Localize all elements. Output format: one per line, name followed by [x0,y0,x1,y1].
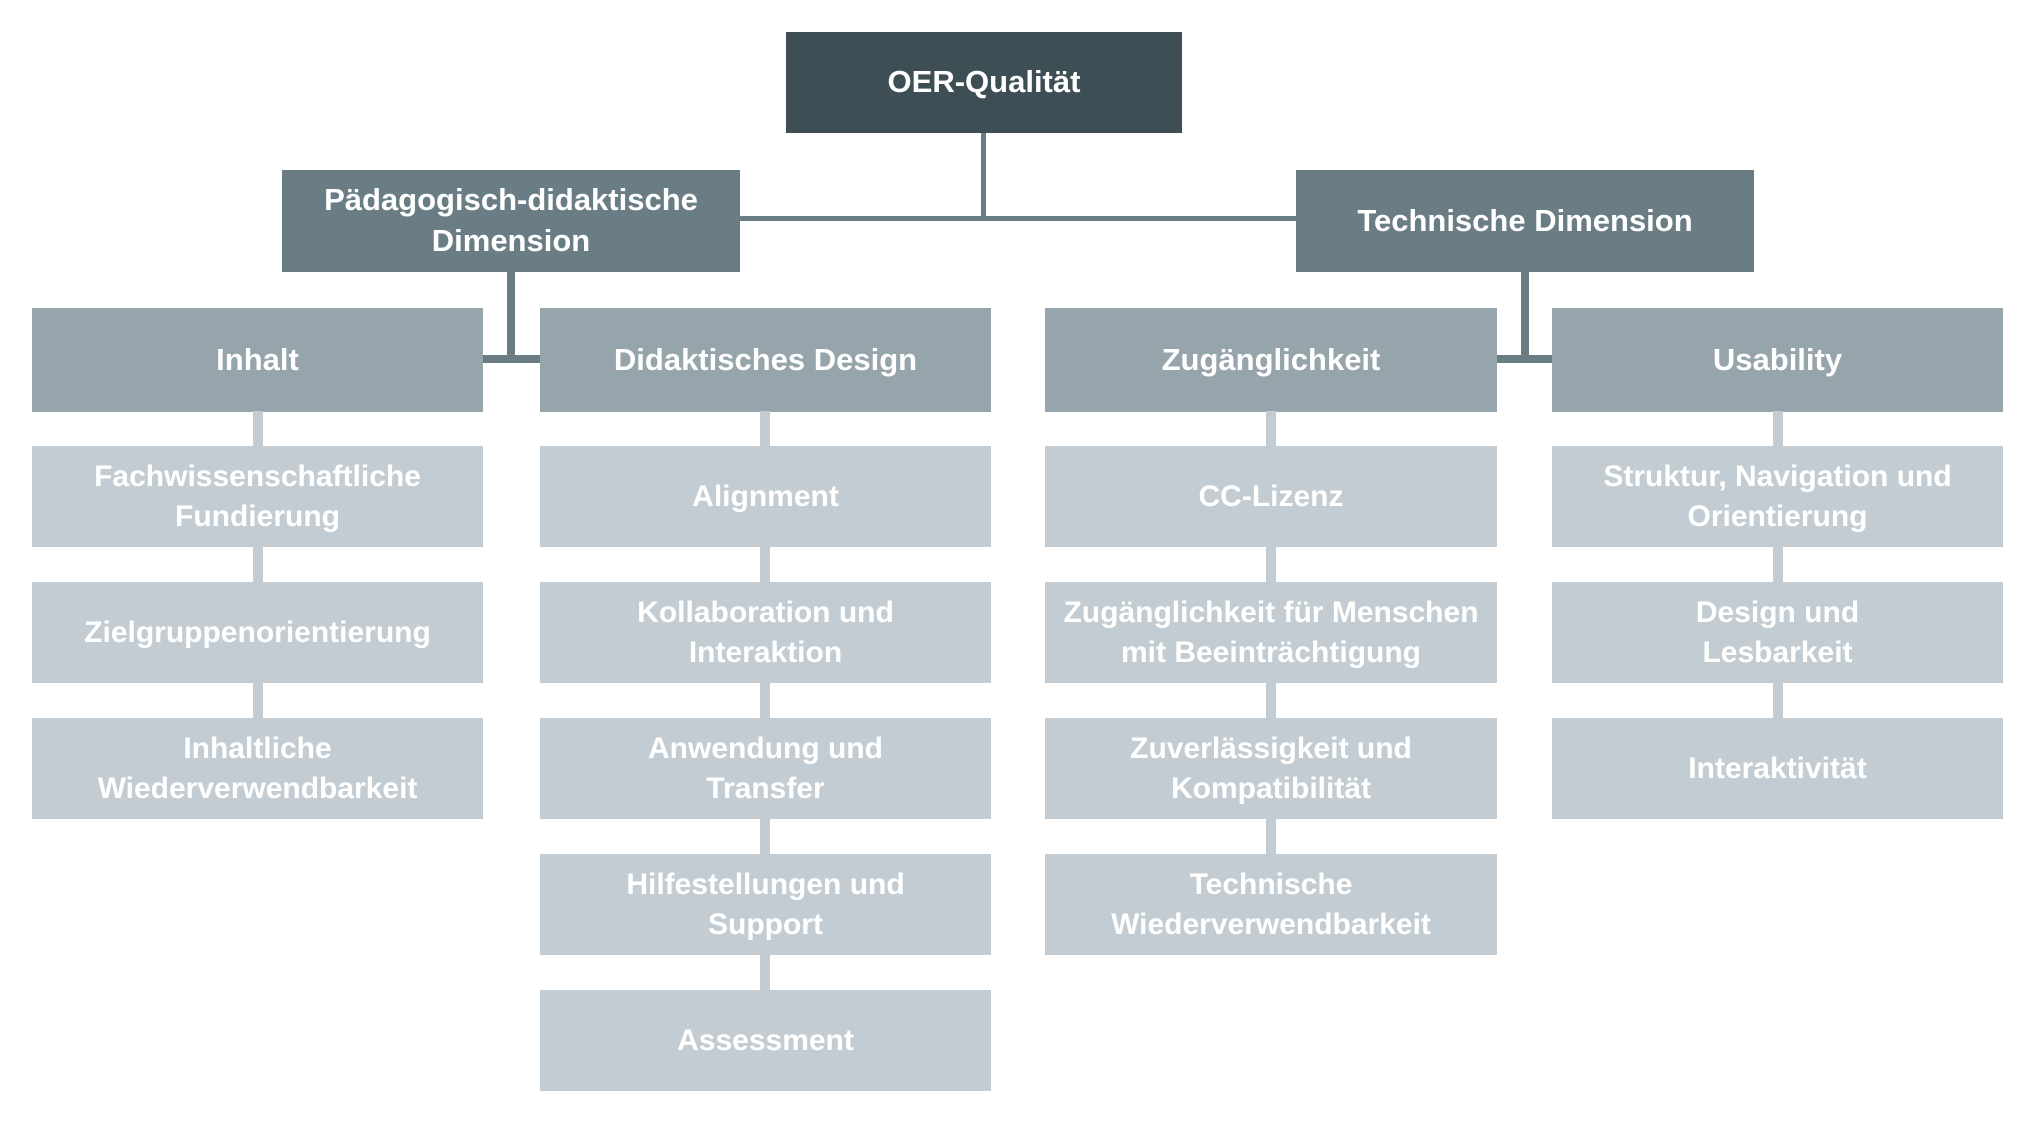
node-technische-wiederverwendbarkeit: Technische Wiederverwendbarkeit [1045,854,1497,955]
connector-dim-right-stem [1521,272,1529,359]
connector-col3-link-2 [1266,546,1276,583]
node-didaktisches-design: Didaktisches Design [540,308,991,412]
connector-col4-link-1 [1773,411,1783,448]
connector-dim-left-stem [507,272,515,359]
node-technische-dimension: Technische Dimension [1296,170,1754,272]
connector-col2-link-3 [760,682,770,719]
node-zugaenglichkeit: Zugänglichkeit [1045,308,1497,412]
connector-col2-link-2 [760,546,770,583]
connector-col2-link-5 [760,954,770,991]
node-cc-lizenz: CC-Lizenz [1045,446,1497,547]
connector-col2-link-1 [760,411,770,448]
connector-gap-left-crossbar [483,355,540,363]
connector-col3-link-4 [1266,818,1276,855]
node-interaktivitaet: Interaktivität [1552,718,2003,819]
connector-col1-link-2 [253,546,263,583]
connector-col2-link-4 [760,818,770,855]
node-paedagogisch-didaktische-dimension: Pädagogisch-didaktische Dimension [282,170,740,272]
node-anwendung-und-transfer: Anwendung und Transfer [540,718,991,819]
node-design-und-lesbarkeit: Design und Lesbarkeit [1552,582,2003,683]
connector-root-stem [981,133,986,221]
connector-col1-link-1 [253,411,263,448]
node-inhaltliche-wiederverwendbarkeit: Inhaltliche Wiederverwendbarkeit [32,718,483,819]
connector-col1-link-3 [253,682,263,719]
node-oer-qualitaet: OER-Qualität [786,32,1182,133]
connector-gap-right-crossbar [1497,355,1552,363]
node-assessment: Assessment [540,990,991,1091]
node-struktur-navigation-und-orientierung: Struktur, Navigation und Orientierung [1552,446,2003,547]
node-alignment: Alignment [540,446,991,547]
node-zugaenglichkeit-fuer-menschen-mit-beeintraechtigung: Zugänglichkeit für Menschen mit Beeinträ… [1045,582,1497,683]
connector-root-crossbar [740,216,1296,221]
connector-col4-link-2 [1773,546,1783,583]
node-hilfestellungen-und-support: Hilfestellungen und Support [540,854,991,955]
node-zuverlaessigkeit-und-kompatibilitaet: Zuverlässigkeit und Kompatibilität [1045,718,1497,819]
node-kollaboration-und-interaktion: Kollaboration und Interaktion [540,582,991,683]
connector-col3-link-1 [1266,411,1276,448]
connector-col3-link-3 [1266,682,1276,719]
connector-col4-link-3 [1773,682,1783,719]
node-usability: Usability [1552,308,2003,412]
node-inhalt: Inhalt [32,308,483,412]
node-zielgruppenorientierung: Zielgruppenorientierung [32,582,483,683]
node-fachwissenschaftliche-fundierung: Fachwissenschaftliche Fundierung [32,446,483,547]
